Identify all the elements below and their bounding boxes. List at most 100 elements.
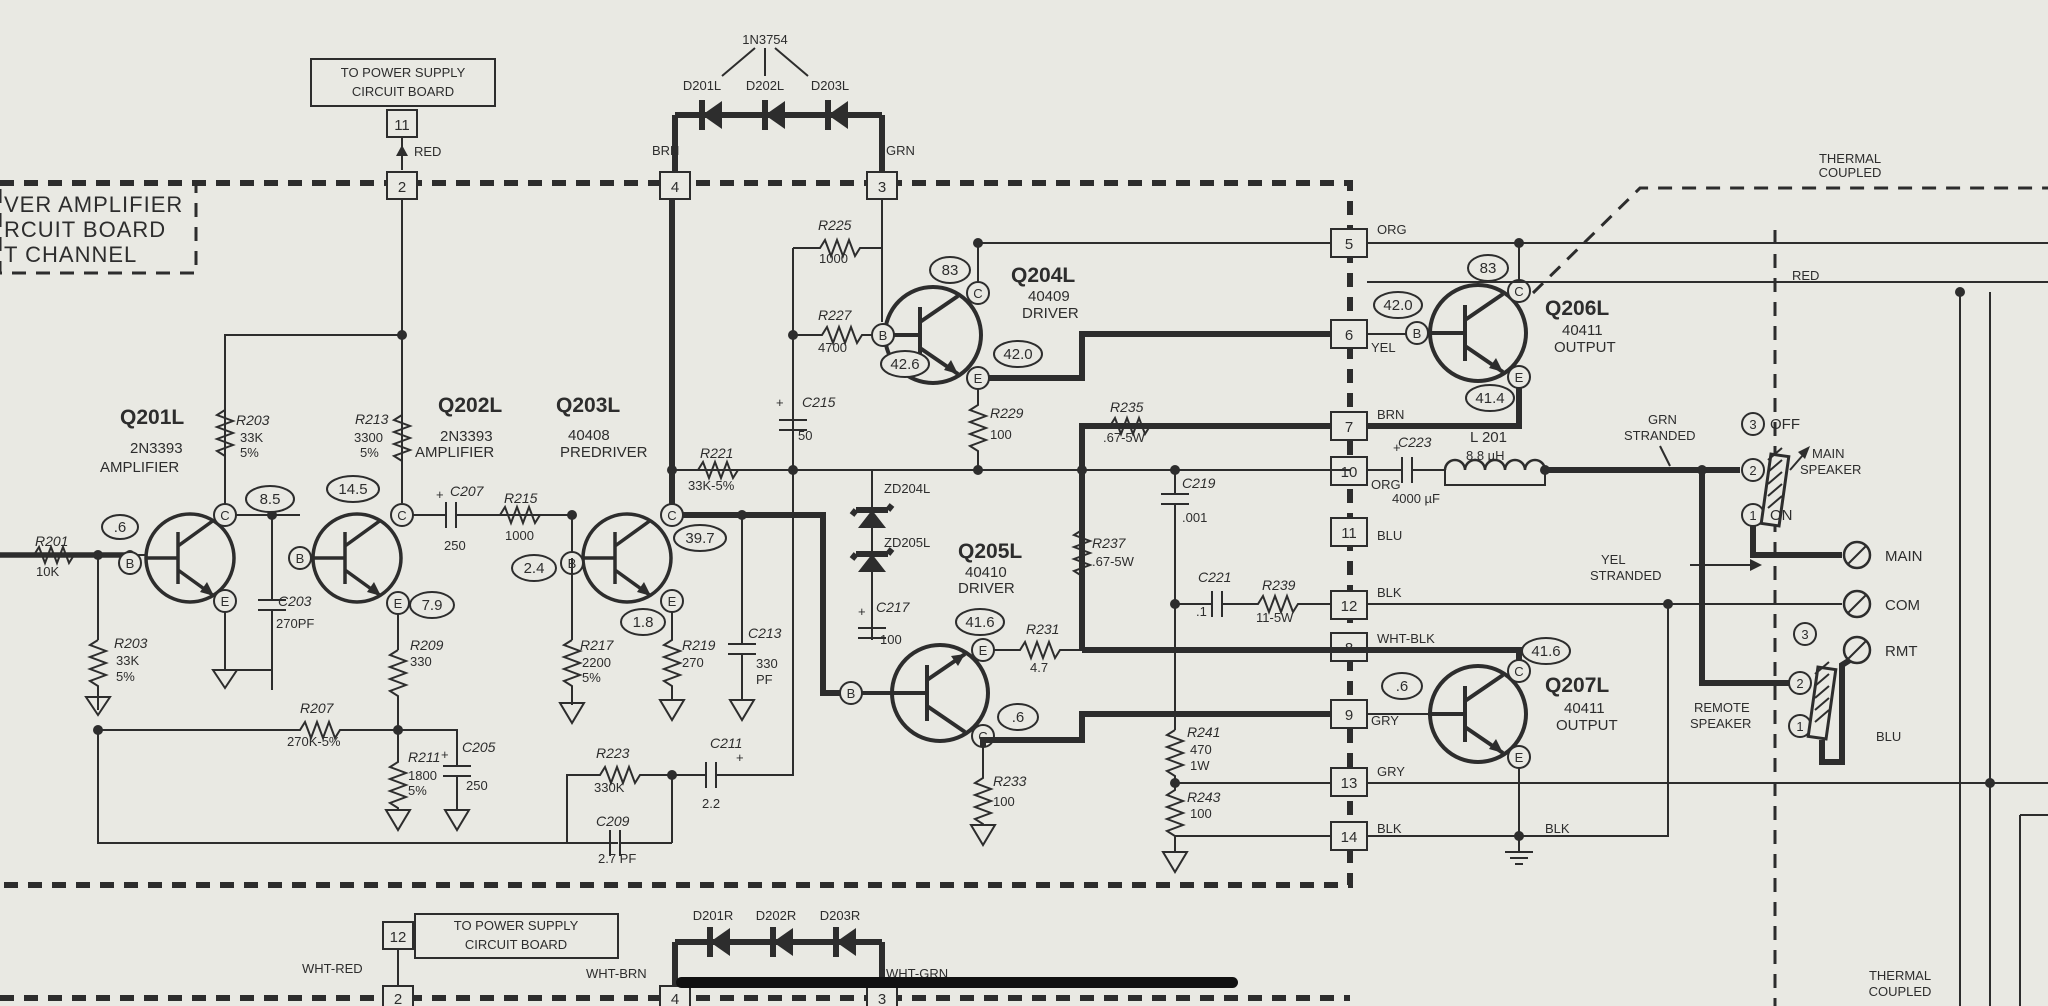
wire-blk-return — [1367, 603, 1669, 837]
resistor-r233 — [972, 747, 994, 825]
switch-arrow-line — [1789, 454, 1804, 471]
diode-part-label: 1N3754 — [742, 32, 788, 47]
capacitor-c205 — [398, 729, 471, 810]
terminal-13-label: 13 — [1341, 775, 1358, 792]
junction — [397, 330, 407, 340]
pin-b — [118, 551, 142, 575]
q204l-type: 40409 — [1028, 288, 1070, 305]
q206l-name: Q206L — [1545, 297, 1609, 320]
c211-ref: C211 — [710, 735, 742, 751]
r213-tol: 5% — [360, 445, 379, 460]
thermal-coupling-line — [1531, 186, 2048, 295]
power-supply-bottom-line1: TO POWER SUPPLY — [454, 918, 579, 933]
grn-stranded-1: GRN — [1648, 412, 1677, 427]
voltage-q201-base-value: .6 — [114, 519, 127, 536]
voltage-q202-base-value: 8.5 — [260, 491, 281, 508]
terminal-4-label: 4 — [671, 179, 679, 196]
terminal-screw-com — [1842, 589, 1872, 619]
junction — [1077, 465, 1087, 475]
terminal-4 — [659, 171, 691, 200]
terminal-2 — [386, 171, 418, 200]
capacitor-c209 — [567, 830, 672, 856]
voltage-q204-base-value: 42.6 — [890, 356, 919, 373]
pin-b-label: B — [847, 686, 856, 701]
junction — [1170, 599, 1180, 609]
r207-ref: R207 — [300, 700, 335, 716]
r215-value: 1000 — [505, 528, 534, 543]
terminal-13 — [1330, 767, 1368, 797]
r223-ref: R223 — [596, 745, 630, 761]
switch-pin — [1741, 458, 1765, 482]
terminal-4-bottom-label: 4 — [671, 991, 679, 1006]
wire-brn7-label: BRN — [1377, 407, 1404, 422]
arrow-up-icon — [396, 145, 408, 156]
voltage-q207-collector-value: 41.6 — [1531, 643, 1560, 660]
capacitor-c217 — [858, 627, 886, 639]
c213-value: 330 — [756, 656, 778, 671]
main-speaker-2: SPEAKER — [1800, 462, 1861, 477]
board-label-line3: T CHANNEL — [4, 242, 137, 267]
diode-d202r — [770, 927, 793, 957]
resistor-r231 — [994, 639, 1082, 661]
q201l-role: AMPLIFIER — [100, 459, 179, 476]
switch-pin-label: 3 — [1801, 627, 1808, 642]
c209-value: 2.7 PF — [598, 851, 636, 866]
wire-grn-label: GRN — [886, 143, 915, 158]
voltage-q204-emitter — [993, 340, 1043, 368]
c223-value: 4000 µF — [1392, 491, 1440, 506]
remote-speaker-1: REMOTE — [1694, 700, 1750, 715]
diode-d202r-label: D202R — [756, 908, 796, 923]
home-indicator[interactable] — [676, 977, 1238, 988]
inductor-l201-shunt — [1444, 470, 1546, 486]
voltage-q206-emitter-value: 41.4 — [1475, 390, 1504, 407]
c219-ref: C219 — [1182, 475, 1216, 491]
right-frame — [2019, 814, 2048, 1006]
resistor-r211 — [387, 730, 409, 810]
wire-feedback-bottom — [97, 730, 618, 844]
switch-pin — [1793, 622, 1817, 646]
zener-zd204l — [849, 503, 895, 528]
yel-stranded-1: YEL — [1601, 552, 1626, 567]
power-supply-top-line2: CIRCUIT BOARD — [352, 84, 454, 99]
voltage-q205-collector — [997, 703, 1039, 731]
wire-blk-right-label: BLK — [1545, 821, 1570, 836]
r225-ref: R225 — [818, 217, 852, 233]
pin-e-label: E — [668, 594, 677, 609]
r223-value: 330K — [594, 780, 625, 795]
pin-c-label: C — [397, 508, 406, 523]
board-label-line2: RCUIT BOARD — [4, 217, 166, 242]
resistor-r215 — [499, 504, 541, 526]
wire-supply-right — [1367, 242, 2048, 280]
voltage-q206-base — [1373, 291, 1423, 319]
c215-ref: C215 — [802, 394, 836, 410]
diode-d201r-label: D201R — [693, 908, 733, 923]
capacitor-c223 — [1367, 457, 1445, 483]
q205l-role: DRIVER — [958, 580, 1015, 597]
diode-d202l-label: D202L — [746, 78, 784, 93]
wire-q206e-brn — [1367, 388, 1522, 429]
transistor-q202l — [311, 512, 403, 604]
com-terminal-label: COM — [1885, 597, 1920, 614]
zd204l-label: ZD204L — [884, 481, 930, 496]
r241-value: 470 — [1190, 742, 1212, 757]
voltage-q202-base — [245, 485, 295, 513]
wire-red-right-label: RED — [1792, 268, 1819, 283]
capacitor-c215 — [779, 335, 807, 470]
r237-value: .67-5W — [1092, 554, 1135, 569]
c211-plus: + — [736, 750, 744, 765]
board-label-line1: VER AMPLIFIER — [4, 192, 183, 217]
wire-q203c-q205b — [683, 512, 840, 696]
pin-c-label: C — [973, 286, 982, 301]
zd205l-label: ZD205L — [884, 535, 930, 550]
wire-brn-label: BRN — [652, 143, 679, 158]
power-supply-box-bottom — [414, 913, 619, 959]
r219-ref: R219 — [682, 637, 716, 653]
thermal-label-bot1: THERMAL — [1869, 968, 1931, 983]
voltage-q202-collector-value: 14.5 — [338, 481, 367, 498]
rmt-terminal-label: RMT — [1885, 643, 1918, 660]
r215-ref: R215 — [504, 490, 538, 506]
diode-string-drops — [672, 115, 885, 172]
capacitor-c213 — [728, 515, 756, 700]
pin-c-label: C — [220, 508, 229, 523]
thermal-label-top2: COUPLED — [1819, 165, 1882, 180]
